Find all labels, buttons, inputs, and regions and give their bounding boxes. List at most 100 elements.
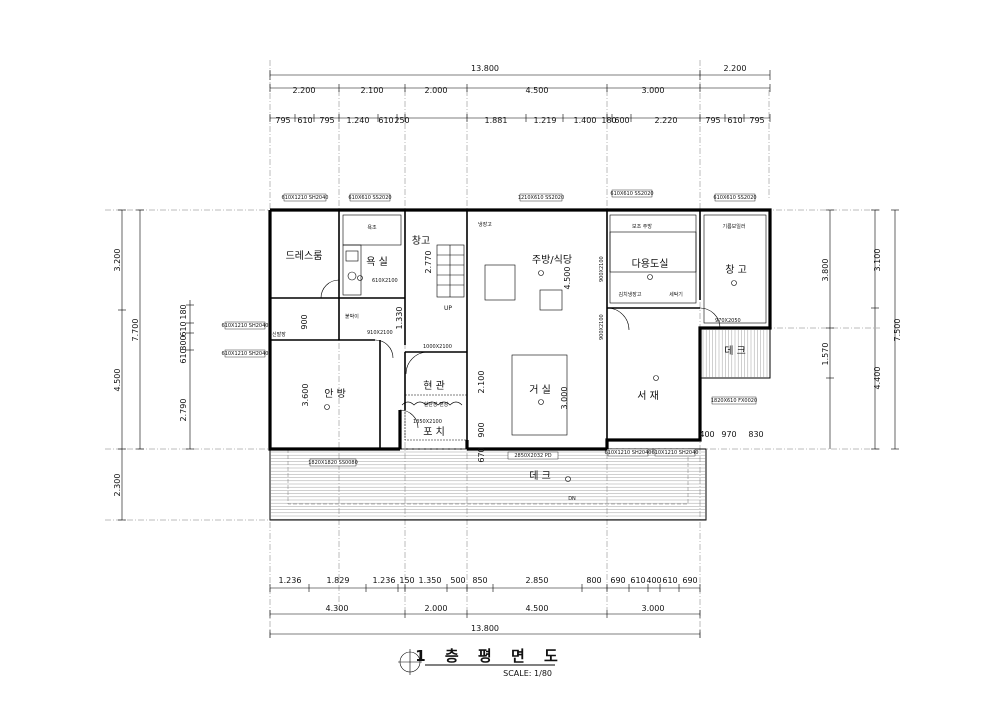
door-tags: 610X2100 910X2100 1000X2100 1350X2100 97… xyxy=(367,256,741,425)
room-study: 서 재 xyxy=(637,390,659,402)
dim-bot-r1-3: 1.236 xyxy=(373,576,396,585)
dim-bot-r1-10: 690 xyxy=(610,576,625,585)
dim-bot-total: 13.800 xyxy=(471,624,499,633)
fridge-label: 냉장고 xyxy=(478,221,492,228)
dim-top-r1-3: 2.000 xyxy=(425,86,448,95)
dim-top-r1-4: 4.500 xyxy=(526,86,549,95)
shoe-label: 신발장 xyxy=(272,331,286,338)
deck-right xyxy=(699,327,771,379)
dim-bot-r1-7: 850 xyxy=(472,576,487,585)
porch xyxy=(401,394,468,441)
title-block: 1 층 평 면 도 SCALE: 1/80 xyxy=(398,647,565,678)
door-tag-1: 610X2100 xyxy=(372,278,398,284)
dim-in-12: 830 xyxy=(748,430,763,439)
dim-top-r1-6: 2.200 xyxy=(724,64,747,73)
stair: UP xyxy=(436,244,465,312)
dim-left-2: 4.500 xyxy=(113,369,122,392)
interior-walls xyxy=(270,210,767,449)
dim-bot-r1-2: 1.829 xyxy=(327,576,350,585)
dim-in-6: 3.000 xyxy=(560,387,569,410)
closet-label: 붙박이 xyxy=(345,313,359,320)
dim-bot-r1-5: 1.350 xyxy=(419,576,442,585)
dim-top-r2-8: 1.219 xyxy=(534,116,557,125)
dim-bot-r1-11: 610 xyxy=(630,576,645,585)
dim-right-total: 7.500 xyxy=(893,319,902,342)
dim-top-r2-6: 250 xyxy=(394,116,409,125)
top-dimensions: 13.800 2.200 2.200 2.100 2.000 4.500 3.0… xyxy=(269,64,771,125)
room-porch: 포 치 xyxy=(423,426,445,438)
room-deck-right: 데 크 xyxy=(724,345,746,357)
dim-in-7: 900 xyxy=(300,314,309,329)
dim-top-r2-3: 795 xyxy=(319,116,334,125)
window-tags: 610X1210 SH2040 610X610 SS2020 1210X610 … xyxy=(222,189,757,467)
boiler-label: 기름보일러 xyxy=(722,223,745,230)
bottom-dimensions: 1.236 1.829 1.236 150 1.350 500 850 2.85… xyxy=(269,576,701,638)
dim-top-r2-13: 795 xyxy=(705,116,720,125)
sink-icon xyxy=(345,250,359,262)
shoe-cabinet-label: 현관장 편장 xyxy=(424,401,449,408)
kitchen-island-icon xyxy=(539,289,563,311)
fixtures: 욕조 냉장고 보조 주방 김치냉장고 세탁기 기름보일러 붙박이 신발장 현관장… xyxy=(272,221,746,408)
deck-planks xyxy=(702,330,768,378)
stair-up-label: UP xyxy=(444,305,452,312)
dim-top-r2-7: 1.881 xyxy=(485,116,508,125)
room-dressroom: 드레스룸 xyxy=(286,250,323,262)
door-tag-7: 900X2100 xyxy=(599,314,605,340)
room-deck-bottom: 데 크 xyxy=(529,470,551,482)
dim-bot-r1-6: 500 xyxy=(450,576,465,585)
dim-top-r2-4: 1.240 xyxy=(347,116,370,125)
drawing-title: 1 층 평 면 도 xyxy=(415,647,565,665)
dim-top-r1-2: 2.100 xyxy=(361,86,384,95)
dim-left-in-4: 610 xyxy=(179,348,188,363)
dim-top-r2-15: 795 xyxy=(749,116,764,125)
room-bath: 욕 실 xyxy=(366,256,388,268)
room-storage-1: 창고 xyxy=(412,235,430,247)
dim-in-3: 4.500 xyxy=(563,267,572,290)
dim-in-5: 2.100 xyxy=(477,371,486,394)
doors xyxy=(320,279,721,429)
dim-in-2: 1.330 xyxy=(395,307,404,330)
dim-left-in-2: 610 xyxy=(179,321,188,336)
window-tag-8: 1820X1820 SS0080 xyxy=(308,460,358,466)
dim-top-r1-5: 3.000 xyxy=(642,86,665,95)
door-tag-4: 1350X2100 xyxy=(413,419,442,425)
dim-left-in-3: 300 xyxy=(179,335,188,350)
dim-top-r2-9: 1.400 xyxy=(574,116,597,125)
dim-in-8: 900 xyxy=(477,422,486,437)
door-tag-3: 1000X2100 xyxy=(423,344,452,350)
dim-in-10: 400 xyxy=(699,430,714,439)
window-tag-11: 610X1210 SH2040 xyxy=(652,450,699,456)
dim-left-1: 3.200 xyxy=(113,249,122,272)
bath-tub-label: 욕조 xyxy=(367,225,377,231)
dim-top-r2-11: 600 xyxy=(614,116,629,125)
dim-in-11: 970 xyxy=(721,430,736,439)
dim-bot-r1-13: 610 xyxy=(662,576,677,585)
deck-down-label: DN xyxy=(568,496,576,502)
dim-bot-r2-3: 4.500 xyxy=(526,604,549,613)
dim-top-r2-5: 610 xyxy=(378,116,393,125)
toilet-icon xyxy=(347,271,357,281)
dim-right-2: 4.400 xyxy=(873,367,882,390)
room-entrance: 현 관 xyxy=(423,380,445,392)
washer-label: 세탁기 xyxy=(669,291,683,298)
window-tag-4: 610X610 SS2020 xyxy=(610,191,653,197)
dim-bot-r2-4: 3.000 xyxy=(642,604,665,613)
dim-top-r2-1: 795 xyxy=(275,116,290,125)
dim-right-in-1: 3.800 xyxy=(821,259,830,282)
dim-left-3: 2.300 xyxy=(113,474,122,497)
window-tag-9: 2850X2032 PD xyxy=(514,453,551,459)
window-tag-10: 610X1210 SH2040 xyxy=(605,450,652,456)
dim-right-in-2: 1.570 xyxy=(821,343,830,366)
dim-top-r2-10: 180 xyxy=(601,116,616,125)
window-tag-1: 610X1210 SH2040 xyxy=(282,195,329,201)
room-labels: 드레스룸 욕 실 창고 주방/식당 다용도실 창 고 안 방 현 관 포 치 거… xyxy=(286,235,747,502)
right-dimensions: 3.800 1.570 3.100 4.400 7.500 xyxy=(821,209,902,450)
dim-top-total: 13.800 xyxy=(471,64,499,73)
sub-kitchen-label: 보조 주방 xyxy=(632,223,652,230)
dim-bot-r1-1: 1.236 xyxy=(279,576,302,585)
dim-right-1: 3.100 xyxy=(873,249,882,272)
kimchi-fridge-label: 김치냉장고 xyxy=(618,291,641,298)
window-tag-7: 610X1210 SH2040 xyxy=(222,351,269,357)
door-tag-6: 900X2100 xyxy=(599,256,605,282)
